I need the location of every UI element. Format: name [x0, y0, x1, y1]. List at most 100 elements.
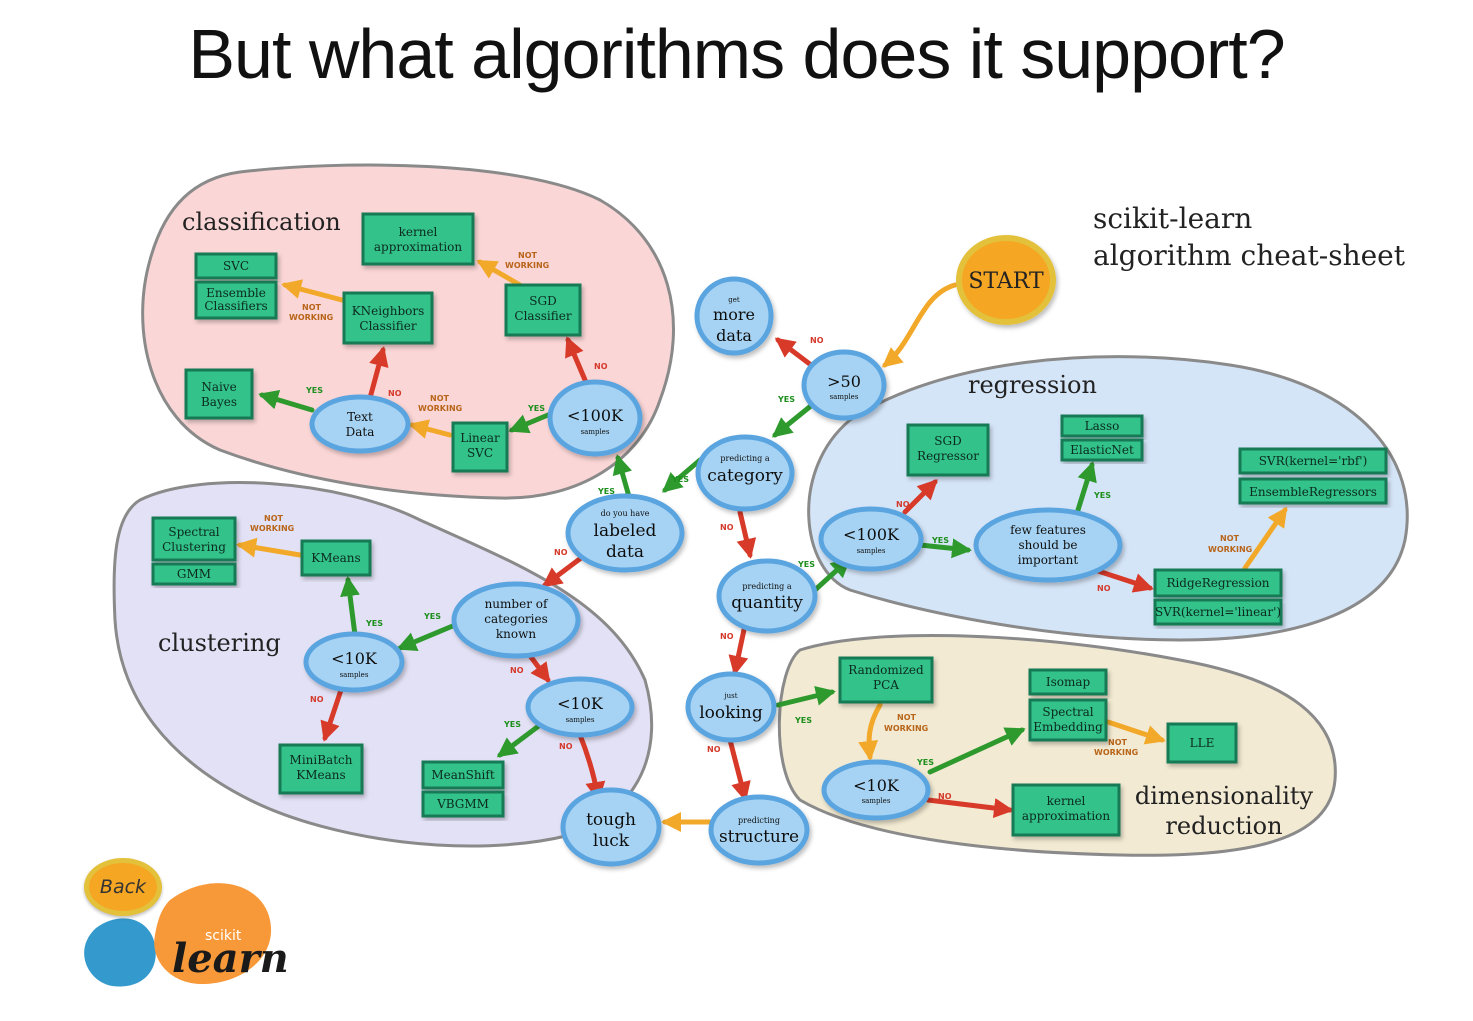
- decision-dim-10k[interactable]: <10K samples: [821, 759, 931, 821]
- label-working: WORKING: [289, 313, 333, 322]
- svg-text:Spectral: Spectral: [1042, 705, 1093, 719]
- algo-kneighbors-classifier[interactable]: KNeighbors Classifier: [342, 291, 434, 345]
- algo-naive-bayes[interactable]: Naive Bayes: [184, 368, 254, 420]
- label-working: WORKING: [1094, 748, 1138, 757]
- svg-text:SVR(kernel='rbf'): SVR(kernel='rbf'): [1259, 454, 1368, 468]
- svg-text:Classifier: Classifier: [359, 319, 416, 333]
- svg-text:samples: samples: [566, 716, 595, 724]
- algo-spectral-embedding[interactable]: Spectral Embedding: [1028, 698, 1108, 742]
- svg-text:structure: structure: [719, 827, 799, 847]
- svg-text:approximation: approximation: [1022, 809, 1111, 823]
- label-no: NO: [707, 745, 721, 754]
- decision-cls-100k[interactable]: <100K samples: [547, 379, 643, 457]
- svg-text:>50: >50: [827, 372, 861, 391]
- back-button[interactable]: Back: [84, 858, 162, 916]
- svg-text:Classifiers: Classifiers: [204, 299, 267, 313]
- decision-clu-10k-b[interactable]: <10K samples: [525, 676, 635, 738]
- svg-text:do you have: do you have: [601, 509, 650, 518]
- svg-text:Data: Data: [346, 425, 375, 439]
- algo-ridge-regression[interactable]: RidgeRegression: [1153, 568, 1283, 598]
- label-working: WORKING: [418, 404, 462, 413]
- svg-text:SVC: SVC: [467, 446, 493, 460]
- label-no: NO: [559, 742, 573, 751]
- label-yes: YES: [931, 536, 949, 545]
- cheatsheet-subtitle-1: scikit-learn: [1093, 202, 1252, 235]
- decision-gt50-samples[interactable]: >50 samples: [801, 349, 887, 421]
- arrow-labels: NO YES YES NO YES NO NO YES NOT WORKING …: [250, 251, 1252, 801]
- label-not: NOT: [430, 394, 449, 403]
- algo-svr-linear[interactable]: SVR(kernel='linear'): [1153, 598, 1283, 626]
- algo-svc[interactable]: SVC: [194, 252, 278, 280]
- label-no: NO: [388, 389, 402, 398]
- label-no: NO: [594, 362, 608, 371]
- algo-sgd-regressor[interactable]: SGD Regressor: [906, 423, 990, 477]
- start-label: START: [968, 269, 1044, 294]
- decision-quantity[interactable]: predicting a quantity: [716, 558, 818, 634]
- decision-number-of-categories[interactable]: number of categories known: [451, 581, 581, 659]
- decision-more-data[interactable]: get more data: [694, 276, 774, 356]
- svg-text:should be: should be: [1019, 538, 1078, 552]
- svg-text:labeled: labeled: [594, 521, 657, 541]
- label-working: WORKING: [505, 261, 549, 270]
- algo-lasso[interactable]: Lasso: [1060, 414, 1144, 438]
- algo-spectral-clustering[interactable]: Spectral Clustering: [151, 516, 237, 562]
- label-no: NO: [720, 523, 734, 532]
- svg-text:samples: samples: [862, 797, 891, 805]
- arrows: [236, 259, 1288, 832]
- decision-labeled-data[interactable]: do you have labeled data: [565, 493, 685, 573]
- algo-svr-rbf[interactable]: SVR(kernel='rbf'): [1238, 447, 1388, 475]
- start-node[interactable]: START: [956, 235, 1056, 325]
- algo-kernel-approximation-cls[interactable]: kernel approximation: [361, 212, 475, 266]
- label-yes: YES: [527, 404, 545, 413]
- svg-text:Spectral: Spectral: [168, 525, 219, 539]
- algo-meanshift[interactable]: MeanShift: [421, 760, 505, 790]
- label-yes: YES: [777, 395, 795, 404]
- algo-kernel-approximation-dim[interactable]: kernel approximation: [1011, 783, 1121, 837]
- svg-text:Bayes: Bayes: [201, 395, 237, 409]
- svg-text:LLE: LLE: [1190, 736, 1215, 750]
- svg-text:predicting: predicting: [738, 816, 780, 825]
- label-no: NO: [1097, 584, 1111, 593]
- algo-gmm[interactable]: GMM: [151, 562, 237, 586]
- svg-text:KMeans: KMeans: [296, 768, 345, 782]
- classification-title: classification: [182, 208, 341, 236]
- algo-randomized-pca[interactable]: Randomized PCA: [838, 656, 934, 704]
- algo-isomap[interactable]: Isomap: [1028, 668, 1108, 696]
- svg-text:approximation: approximation: [374, 240, 463, 254]
- decision-reg-100k[interactable]: <100K samples: [818, 506, 924, 572]
- algo-sgd-classifier[interactable]: SGD Classifier: [504, 283, 582, 337]
- svg-text:kernel: kernel: [399, 225, 438, 239]
- decision-structure[interactable]: predicting structure: [708, 794, 810, 866]
- label-no: NO: [720, 632, 734, 641]
- regression-title: regression: [968, 371, 1097, 399]
- svg-text:Lasso: Lasso: [1085, 419, 1120, 433]
- svg-text:Regressor: Regressor: [917, 449, 979, 463]
- label-no: NO: [938, 792, 952, 801]
- label-no: NO: [554, 548, 568, 557]
- algo-vbgmm[interactable]: VBGMM: [421, 790, 505, 818]
- decision-clu-10k-a[interactable]: <10K samples: [303, 631, 405, 693]
- svg-text:PCA: PCA: [873, 678, 899, 692]
- decision-text-data[interactable]: Text Data: [309, 394, 411, 454]
- svg-text:KMeans: KMeans: [311, 551, 360, 565]
- algo-ensemble-regressors[interactable]: EnsembleRegressors: [1238, 477, 1388, 505]
- label-not: NOT: [1220, 534, 1239, 543]
- svg-text:Text: Text: [347, 410, 373, 424]
- decision-tough-luck[interactable]: tough luck: [560, 787, 662, 867]
- algo-minibatch-kmeans[interactable]: MiniBatch KMeans: [278, 743, 364, 795]
- decision-just-looking[interactable]: just looking: [685, 671, 777, 743]
- decision-category[interactable]: predicting a category: [695, 434, 795, 512]
- algo-kmeans[interactable]: KMeans: [300, 539, 372, 577]
- svg-text:just: just: [723, 692, 737, 700]
- algo-lle[interactable]: LLE: [1166, 722, 1238, 764]
- cheatsheet-subtitle-2: algorithm cheat-sheet: [1093, 239, 1406, 272]
- logo-learn: learn: [172, 935, 289, 982]
- decision-few-features[interactable]: few features should be important: [973, 507, 1123, 583]
- svg-text:<100K: <100K: [843, 525, 900, 544]
- label-no: NO: [896, 500, 910, 509]
- svg-text:KNeighbors: KNeighbors: [352, 304, 425, 318]
- algo-linear-svc[interactable]: Linear SVC: [451, 421, 509, 473]
- algo-elasticnet[interactable]: ElasticNet: [1060, 438, 1144, 462]
- label-yes: YES: [916, 758, 934, 767]
- algo-ensemble-classifiers[interactable]: Ensemble Classifiers: [194, 280, 278, 320]
